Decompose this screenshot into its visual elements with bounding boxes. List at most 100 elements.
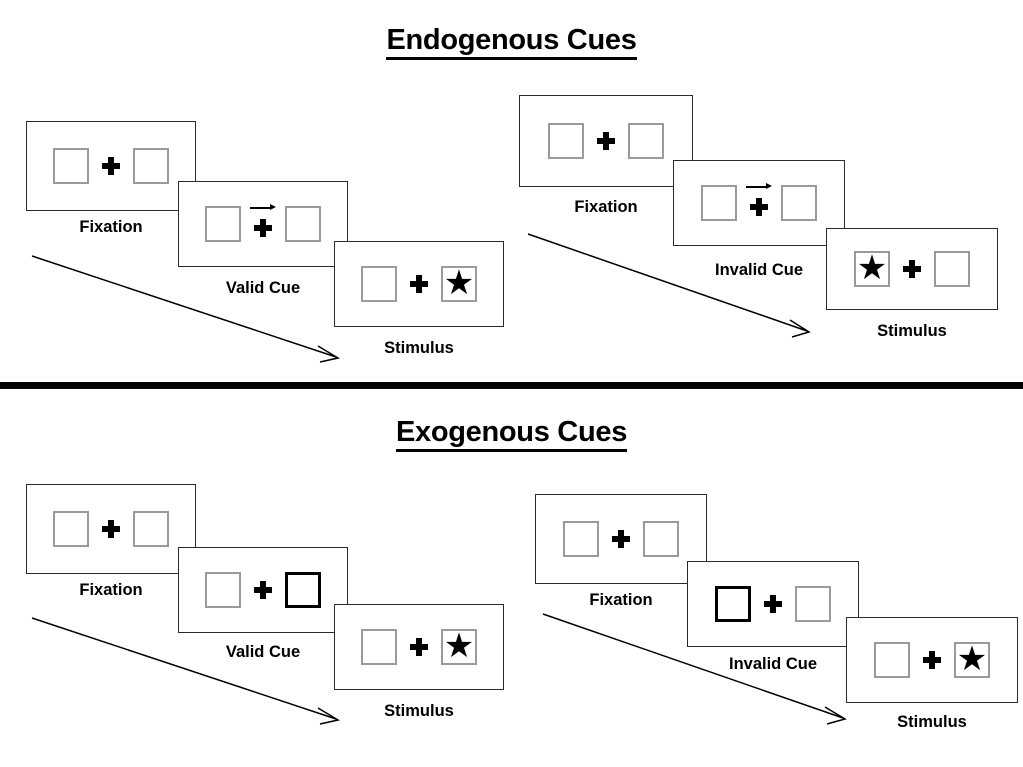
fixation-cross-slot xyxy=(910,638,954,682)
frame-content xyxy=(536,495,706,583)
fixation-cross-icon xyxy=(254,581,272,599)
frame-content: ★ xyxy=(335,605,503,689)
caption-exogenous-valid-fixation: Fixation xyxy=(79,581,143,599)
frame-endogenous-valid-cue xyxy=(178,181,348,267)
arrow-shaft xyxy=(250,207,271,209)
fixation-cross-slot xyxy=(584,119,628,163)
fixation-cross-slot xyxy=(89,144,133,188)
timeline-arrow-endogenous-invalid xyxy=(500,218,820,348)
fixation-cross-slot xyxy=(241,568,285,612)
arrow-head xyxy=(270,204,276,211)
fixation-cross-icon xyxy=(903,260,921,278)
left-box xyxy=(548,123,584,159)
frame-content xyxy=(520,96,692,186)
right-box xyxy=(781,185,817,221)
fixation-cross-slot xyxy=(397,625,441,669)
right-box-cued xyxy=(285,572,321,608)
caption-endogenous-invalid-cue: Invalid Cue xyxy=(714,261,804,279)
section-title-endogenous: Endogenous Cues xyxy=(0,24,1023,60)
frame-exogenous-invalid-stimulus: ★ xyxy=(846,617,1018,703)
left-box xyxy=(874,642,910,678)
section-divider xyxy=(0,382,1023,389)
caption-endogenous-valid-fixation: Fixation xyxy=(79,218,143,236)
left-box xyxy=(361,629,397,665)
caption-exogenous-valid-stimulus: Stimulus xyxy=(384,702,454,720)
fixation-cross-icon xyxy=(254,218,272,237)
frame-content xyxy=(179,182,347,266)
left-box: ★ xyxy=(854,251,890,287)
fixation-cross-icon xyxy=(923,651,941,669)
right-box xyxy=(795,586,831,622)
section-title-exogenous: Exogenous Cues xyxy=(0,416,1023,452)
timeline-arrow-exogenous-valid xyxy=(0,602,360,732)
caption-exogenous-valid-cue: Valid Cue xyxy=(225,643,301,661)
star-icon: ★ xyxy=(443,264,475,302)
frame-content xyxy=(27,122,195,210)
fixation-cross-icon xyxy=(764,595,782,613)
frame-exogenous-valid-cue xyxy=(178,547,348,633)
caption-endogenous-valid-cue: Valid Cue xyxy=(225,279,301,297)
caption-endogenous-invalid-fixation: Fixation xyxy=(574,198,638,216)
right-box: ★ xyxy=(954,642,990,678)
fixation-cross-slot xyxy=(599,517,643,561)
frame-exogenous-invalid-fixation xyxy=(535,494,707,584)
star-icon: ★ xyxy=(856,249,888,287)
right-box: ★ xyxy=(441,266,477,302)
cue-arrow-right-icon xyxy=(250,204,276,213)
caption-exogenous-invalid-cue: Invalid Cue xyxy=(728,655,818,673)
frame-content: ★ xyxy=(335,242,503,326)
frame-exogenous-valid-fixation xyxy=(26,484,196,574)
left-box xyxy=(361,266,397,302)
fixation-cross-icon xyxy=(410,275,428,293)
star-icon: ★ xyxy=(956,640,988,678)
timeline-arrow-exogenous-invalid xyxy=(515,598,855,738)
fixation-cross-slot xyxy=(89,507,133,551)
fixation-cross-slot xyxy=(737,181,781,225)
fixation-cross-icon xyxy=(612,530,630,548)
cue-arrow-right-icon xyxy=(746,183,772,192)
frame-content: ★ xyxy=(827,229,997,309)
caption-endogenous-invalid-stimulus: Stimulus xyxy=(877,322,947,340)
frame-endogenous-invalid-cue xyxy=(673,160,845,246)
fixation-cross-icon xyxy=(410,638,428,656)
arrow-head xyxy=(766,183,772,190)
right-box xyxy=(934,251,970,287)
frame-content xyxy=(27,485,195,573)
left-box-cued xyxy=(715,586,751,622)
left-box xyxy=(701,185,737,221)
right-box: ★ xyxy=(441,629,477,665)
frame-exogenous-invalid-cue xyxy=(687,561,859,647)
frame-content: ★ xyxy=(847,618,1017,702)
right-box xyxy=(285,206,321,242)
star-icon: ★ xyxy=(443,627,475,665)
section-title-exogenous-text: Exogenous Cues xyxy=(395,416,627,452)
fixation-cross-slot xyxy=(751,582,795,626)
right-box xyxy=(628,123,664,159)
left-box xyxy=(53,148,89,184)
fixation-cross-slot xyxy=(890,247,934,291)
frame-content xyxy=(179,548,347,632)
left-box xyxy=(53,511,89,547)
left-box xyxy=(563,521,599,557)
right-box xyxy=(133,511,169,547)
frame-endogenous-invalid-fixation xyxy=(519,95,693,187)
right-box xyxy=(133,148,169,184)
caption-exogenous-invalid-stimulus: Stimulus xyxy=(897,713,967,731)
frame-endogenous-valid-fixation xyxy=(26,121,196,211)
left-box xyxy=(205,572,241,608)
fixation-cross-slot xyxy=(241,202,285,246)
left-box xyxy=(205,206,241,242)
arrow-shaft xyxy=(746,186,767,188)
fixation-cross-icon xyxy=(597,132,615,150)
fixation-cross-icon xyxy=(102,520,120,538)
fixation-cross-icon xyxy=(750,197,768,216)
frame-content xyxy=(688,562,858,646)
fixation-cross-slot xyxy=(397,262,441,306)
caption-exogenous-invalid-fixation: Fixation xyxy=(589,591,653,609)
frame-content xyxy=(674,161,844,245)
section-title-endogenous-text: Endogenous Cues xyxy=(386,24,637,60)
right-box xyxy=(643,521,679,557)
frame-exogenous-valid-stimulus: ★ xyxy=(334,604,504,690)
timeline-arrow-endogenous-valid xyxy=(0,240,360,370)
fixation-cross-icon xyxy=(102,157,120,175)
